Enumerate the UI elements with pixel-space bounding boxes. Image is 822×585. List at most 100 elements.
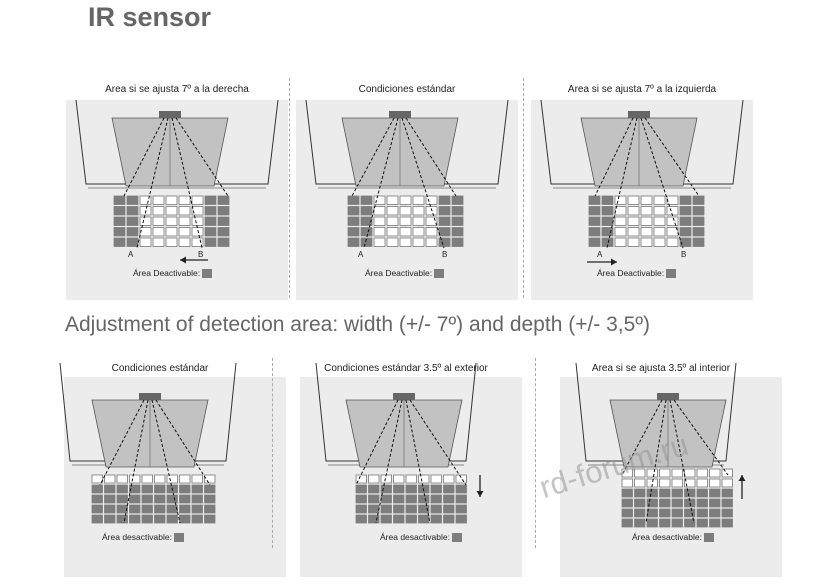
width-left-diagram bbox=[531, 99, 753, 300]
detection-cell bbox=[679, 206, 692, 216]
detection-cell bbox=[129, 504, 141, 514]
detection-cell bbox=[646, 468, 658, 478]
detection-cell bbox=[129, 514, 141, 524]
depth-standard-diagram bbox=[59, 362, 286, 577]
detection-cell bbox=[355, 504, 367, 514]
panel-depth-exterior: Condiciones estándar 3.5º al exterior Ár… bbox=[296, 355, 526, 585]
width-standard-diagram bbox=[296, 99, 518, 300]
detection-cell bbox=[455, 514, 467, 524]
detection-cell bbox=[141, 504, 153, 514]
detection-cell bbox=[178, 195, 191, 205]
detection-cell bbox=[455, 504, 467, 514]
detection-cell bbox=[709, 498, 721, 508]
detection-cell bbox=[191, 216, 204, 226]
detection-cell bbox=[152, 237, 165, 247]
detection-cell bbox=[696, 488, 708, 498]
detection-cell bbox=[621, 498, 633, 508]
divider bbox=[289, 78, 290, 298]
detection-cell bbox=[721, 498, 733, 508]
detection-cell bbox=[368, 504, 380, 514]
detection-cell bbox=[355, 514, 367, 524]
detection-cell bbox=[696, 508, 708, 518]
detection-cell bbox=[614, 237, 627, 247]
detection-cell bbox=[412, 237, 425, 247]
detection-cell bbox=[588, 237, 601, 247]
detection-cell bbox=[191, 227, 204, 237]
detection-cell bbox=[679, 227, 692, 237]
detection-cell bbox=[684, 488, 696, 498]
detection-cell bbox=[166, 494, 178, 504]
detection-cell bbox=[438, 227, 451, 237]
detection-cell bbox=[165, 195, 178, 205]
detection-cell bbox=[386, 195, 399, 205]
detection-cell bbox=[373, 195, 386, 205]
detection-cell bbox=[126, 237, 139, 247]
detection-beam bbox=[644, 117, 700, 197]
detection-cell bbox=[438, 206, 451, 216]
detection-cell bbox=[588, 195, 601, 205]
detection-cell bbox=[380, 494, 392, 504]
detection-cell bbox=[126, 195, 139, 205]
detection-cell bbox=[721, 468, 733, 478]
detection-cell bbox=[679, 195, 692, 205]
detection-beam bbox=[136, 117, 169, 249]
detection-cell bbox=[141, 494, 153, 504]
detection-cell bbox=[627, 227, 640, 237]
detection-cell bbox=[721, 518, 733, 528]
detection-cell bbox=[104, 484, 116, 494]
detection-cell bbox=[129, 494, 141, 504]
detection-cell bbox=[412, 216, 425, 226]
detection-cell bbox=[360, 227, 373, 237]
detection-cell bbox=[217, 216, 230, 226]
detection-cell bbox=[646, 488, 658, 498]
panel-title: Condiciones estándar bbox=[111, 363, 209, 374]
detection-cell bbox=[139, 195, 152, 205]
detection-cell bbox=[627, 237, 640, 247]
detection-cell bbox=[204, 195, 217, 205]
detection-cell bbox=[386, 237, 399, 247]
detection-cell bbox=[671, 468, 683, 478]
detection-cell bbox=[116, 514, 128, 524]
deactivable-swatch bbox=[666, 268, 677, 278]
panel-width-right: Area si se ajusta 7º a la derecha A B Ár… bbox=[62, 78, 292, 308]
detection-beam bbox=[640, 117, 684, 249]
detection-cell bbox=[653, 237, 666, 247]
detection-cell bbox=[588, 206, 601, 216]
detection-cell bbox=[380, 504, 392, 514]
detection-cell bbox=[430, 474, 442, 484]
detection-cell bbox=[152, 216, 165, 226]
detection-cell bbox=[671, 488, 683, 498]
detection-cell bbox=[165, 237, 178, 247]
detection-cell bbox=[640, 237, 653, 247]
detection-cell bbox=[443, 494, 455, 504]
detection-cell bbox=[204, 484, 216, 494]
detection-cell bbox=[692, 195, 705, 205]
adjust-arrow-head bbox=[738, 475, 746, 481]
caption-text: Área desactivable: bbox=[380, 532, 450, 542]
detection-cell bbox=[166, 474, 178, 484]
detection-cell bbox=[455, 484, 467, 494]
detection-cell bbox=[634, 478, 646, 488]
depth-exterior-diagram bbox=[300, 362, 522, 577]
sensor-head bbox=[393, 393, 415, 400]
detection-beam bbox=[405, 399, 431, 524]
detection-cell bbox=[634, 508, 646, 518]
detection-cell bbox=[347, 216, 360, 226]
detection-cell bbox=[430, 484, 442, 494]
divider bbox=[535, 358, 536, 548]
detection-cell bbox=[692, 206, 705, 216]
detection-cell bbox=[653, 227, 666, 237]
panel-title: Condiciones estándar 3.5º al exterior bbox=[324, 363, 488, 374]
detection-cell bbox=[621, 508, 633, 518]
detection-cell bbox=[634, 498, 646, 508]
detection-cell bbox=[393, 514, 405, 524]
detection-cell bbox=[659, 488, 671, 498]
detection-cell bbox=[373, 206, 386, 216]
deactivable-swatch bbox=[703, 532, 714, 542]
detection-cell bbox=[126, 216, 139, 226]
detection-cell bbox=[399, 216, 412, 226]
page-title: IR sensor bbox=[88, 2, 212, 32]
detection-cell bbox=[692, 237, 705, 247]
detection-cell bbox=[684, 468, 696, 478]
detection-beam bbox=[99, 399, 145, 486]
